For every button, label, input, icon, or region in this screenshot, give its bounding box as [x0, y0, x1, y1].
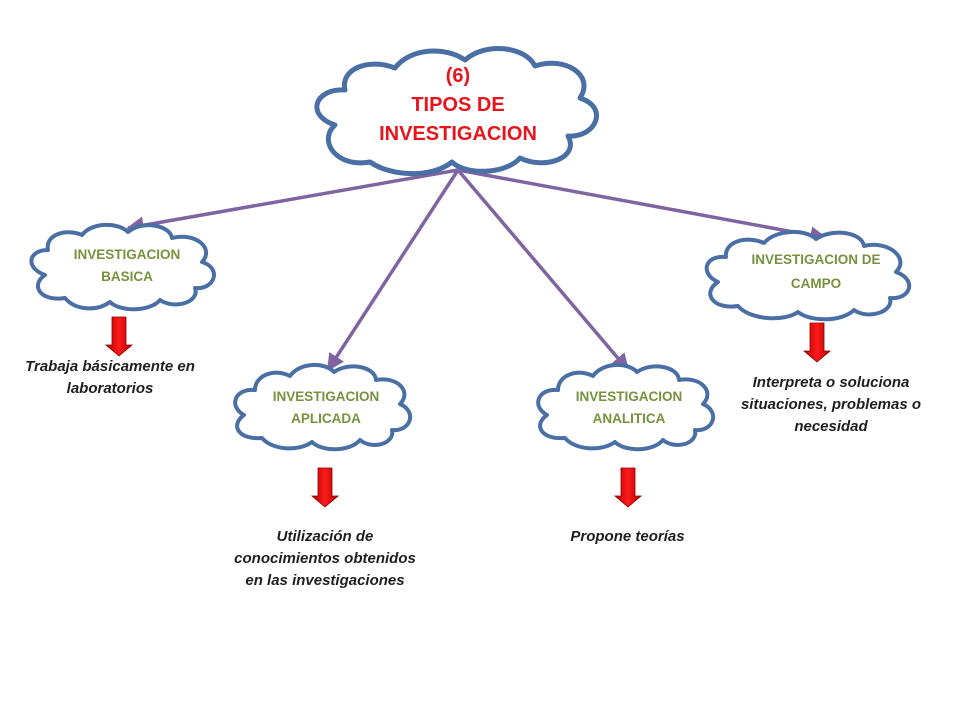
cloud-aplicada-shape [233, 363, 413, 452]
description-basica: Trabaja básicamente en laboratorios [25, 358, 195, 397]
root-title-line1: TIPOS DE [411, 94, 504, 116]
aplicada-title-line1: INVESTIGACION [273, 389, 380, 404]
connector-campo [457, 168, 828, 244]
cloud-basica-shape [29, 222, 216, 312]
node-analitica: INVESTIGACION ANALITICA [536, 363, 716, 452]
down-arrow-basica [104, 316, 134, 357]
campo-title-line2: CAMPO [791, 276, 841, 291]
description-campo: Interpreta o soluciona situaciones, prob… [740, 374, 922, 435]
description-aplicada: Utilización de conocimientos obtenidos e… [234, 528, 416, 589]
connector-aplicada [326, 169, 460, 372]
root-title-line2: INVESTIGACION [379, 123, 537, 145]
description-analitica: Propone teorías [570, 528, 685, 545]
connector-basica [126, 168, 459, 234]
down-arrow-analitica [613, 467, 643, 508]
connectors [126, 168, 828, 372]
cloud-analitica-shape [536, 363, 716, 452]
cloud-campo-shape [704, 230, 912, 322]
down-arrow-campo [802, 322, 832, 363]
root-cloud: (6) TIPOS DE INVESTIGACION [314, 46, 599, 177]
campo-title-line1: INVESTIGACION DE [751, 252, 880, 267]
root-cloud-shape [314, 46, 599, 177]
analitica-title-line2: ANALITICA [593, 411, 666, 426]
down-arrows [104, 316, 832, 508]
basica-title-line1: INVESTIGACION [74, 247, 181, 262]
down-arrow-aplicada [310, 467, 340, 508]
analitica-title-line1: INVESTIGACION [576, 389, 683, 404]
node-basica: INVESTIGACION BASICA [29, 222, 216, 312]
basica-title-line2: BASICA [101, 269, 153, 284]
root-number: (6) [446, 65, 470, 87]
node-aplicada: INVESTIGACION APLICADA [233, 363, 413, 452]
node-campo: INVESTIGACION DE CAMPO [704, 230, 912, 322]
connector-analitica [456, 168, 630, 372]
aplicada-title-line2: APLICADA [291, 411, 361, 426]
